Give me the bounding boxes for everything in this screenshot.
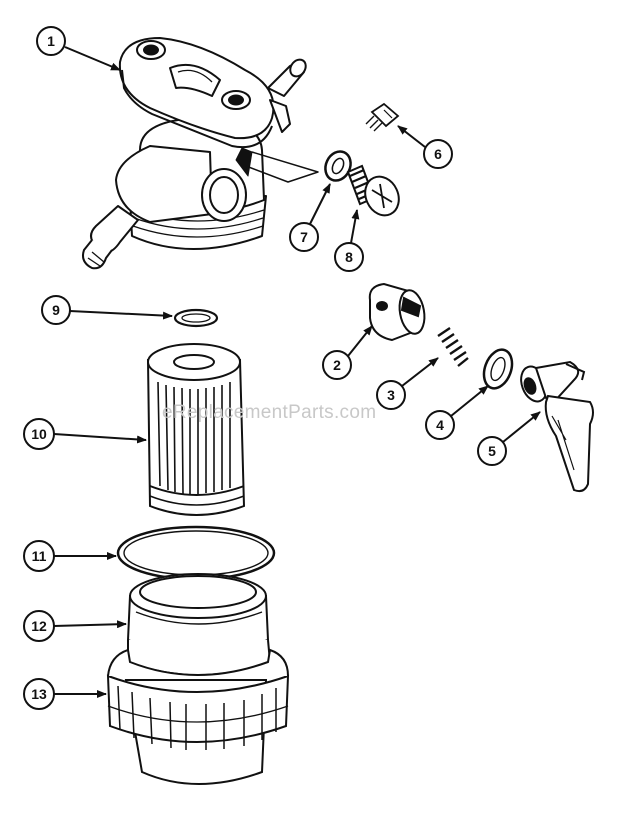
- filter-cartridge-part: [146, 343, 246, 516]
- callout-11: 11: [23, 540, 117, 572]
- callout-label: 1: [47, 33, 55, 49]
- washer-part: [324, 150, 352, 182]
- callout-8: 8: [334, 209, 364, 272]
- callout-label: 4: [436, 417, 444, 433]
- callout-label: 2: [333, 357, 341, 373]
- valve-washer-part: [482, 348, 514, 390]
- lever-handle-part: [520, 360, 594, 493]
- callout-label: 6: [434, 146, 442, 162]
- callout-label: 11: [32, 548, 47, 564]
- watermark-text: eReplacementParts.com: [162, 402, 376, 423]
- callout-label: 13: [31, 686, 47, 702]
- callout-label: 7: [300, 229, 308, 245]
- callout-label: 3: [387, 387, 395, 403]
- callout-5: 5: [477, 411, 541, 466]
- callout-4: 4: [425, 385, 489, 440]
- bleed-screw-part: [346, 164, 400, 217]
- callout-label: 8: [345, 249, 353, 265]
- valve-spool-part: [368, 282, 426, 342]
- small-o-ring-part: [173, 308, 219, 328]
- callout-7: 7: [289, 183, 331, 252]
- filter-bowl-part: [124, 573, 272, 785]
- callout-3: 3: [376, 357, 439, 410]
- callout-10: 10: [23, 418, 147, 450]
- spring-part: [437, 327, 469, 367]
- screw-part: [365, 102, 400, 132]
- callout-13: 13: [23, 678, 107, 710]
- callout-label: 10: [31, 426, 47, 442]
- callout-9: 9: [41, 295, 173, 325]
- callout-label: 9: [52, 302, 60, 318]
- callout-1: 1: [36, 26, 121, 71]
- large-o-ring-part: [116, 525, 276, 581]
- callout-label: 5: [488, 443, 496, 459]
- collar-nut-part: [106, 648, 290, 750]
- callout-label: 12: [31, 618, 47, 634]
- callout-2: 2: [322, 325, 373, 380]
- filter-head-part: [82, 37, 319, 270]
- callout-12: 12: [23, 610, 127, 642]
- callout-6: 6: [397, 125, 453, 169]
